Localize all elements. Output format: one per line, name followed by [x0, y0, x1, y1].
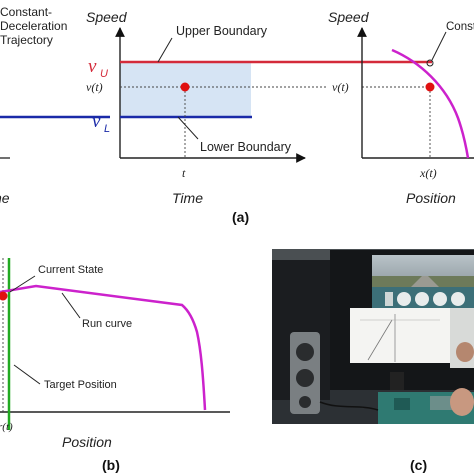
curve-label-leader — [431, 31, 447, 61]
current-state-leader — [9, 275, 36, 293]
target-position-label: Target Position — [44, 379, 117, 391]
t-tick-label: t — [182, 166, 186, 180]
upper-boundary-leader — [157, 37, 173, 63]
intersection-marker — [426, 59, 434, 67]
trajectory-label-line1: Constant- — [0, 5, 52, 19]
vl-label: v — [92, 111, 101, 132]
time-plot-ylabel: Speed — [86, 9, 128, 25]
left-axis-label: ne — [0, 190, 10, 206]
caption-b: (b) — [102, 457, 120, 473]
target-position-leader — [13, 364, 41, 385]
position-plot-ylabel: Speed — [328, 9, 370, 25]
panel-b-run-curve: Current State Run curve Target Position … — [0, 258, 230, 450]
panel-a-time-plot: Speed Time v U v L v(t) v(t) t Upper Bou… — [86, 9, 432, 206]
run-curve-xlabel: Position — [62, 434, 112, 450]
run-curve — [0, 284, 207, 411]
time-plot-xlabel: Time — [172, 190, 203, 206]
current-speed-point — [180, 82, 190, 92]
trajectory-label-line3: Trajectory — [0, 33, 53, 47]
rt-tick-label: r(t) — [0, 421, 13, 433]
run-curve-label: Run curve — [82, 318, 132, 330]
panel-a-left: Constant- Deceleration Trajectory ne — [0, 5, 110, 206]
current-state-point — [0, 291, 8, 301]
caption-c: (c) — [410, 457, 427, 473]
vu-subscript: U — [100, 68, 108, 80]
caption-a: (a) — [232, 209, 249, 225]
vu-label: v — [88, 56, 97, 77]
vt-label-middle: v(t) — [332, 80, 349, 94]
upper-boundary-label: Upper Boundary — [176, 24, 268, 38]
current-state-label: Current State — [38, 264, 103, 276]
lower-boundary-label: Lower Boundary — [200, 140, 292, 154]
trajectory-label-line2: Deceleration — [0, 19, 67, 33]
vt-label-left: v(t) — [86, 80, 103, 94]
xt-tick-label: x(t) — [419, 166, 437, 180]
operator-hand — [450, 388, 474, 416]
deceleration-curve — [391, 48, 470, 159]
position-plot-xlabel: Position — [406, 190, 456, 206]
run-curve-display — [350, 308, 450, 363]
lower-boundary-leader — [177, 116, 199, 140]
run-curve-leader — [61, 292, 81, 319]
position-speed-point — [425, 82, 435, 92]
vl-subscript: L — [104, 123, 110, 135]
curve-label: Const — [446, 21, 474, 33]
driving-simulator-photo — [272, 249, 474, 424]
panel-a-position-plot: Speed Position x(t) Const — [328, 9, 474, 206]
